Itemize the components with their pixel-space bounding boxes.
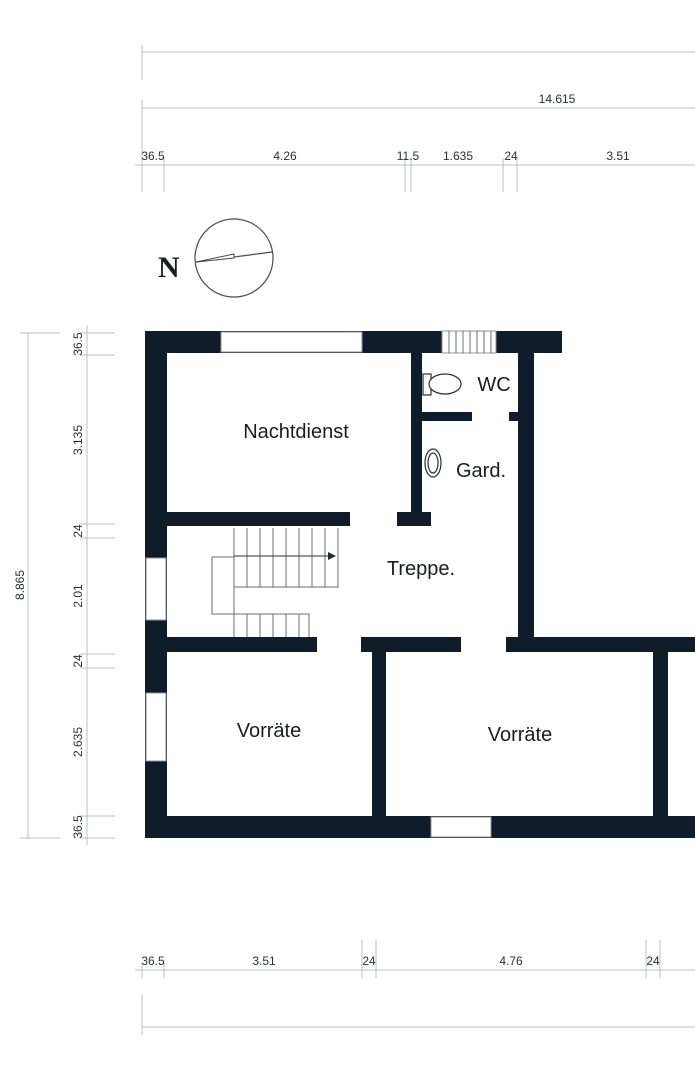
room-label-wc: WC: [477, 374, 510, 396]
dimension-overall-height: 8.865: [13, 570, 27, 600]
wall-wc-left: [411, 350, 422, 513]
wall-vorraete-partition: [372, 650, 386, 820]
north-compass: N: [158, 218, 274, 298]
toilet-icon: [422, 373, 462, 396]
dimension-left-1: 36.5: [71, 332, 85, 356]
wall-wc-gard: [411, 412, 472, 421]
window-vorraete-left: [145, 692, 167, 762]
wall-bottom: [145, 816, 695, 838]
dimension-top-1: 36.5: [141, 149, 165, 163]
wall-stair-bottom-left: [145, 637, 317, 652]
wall-wc-gard-stub: [509, 412, 520, 421]
window-stair: [145, 557, 167, 621]
dimension-left-5: 24: [71, 654, 85, 668]
window-wc: [441, 330, 497, 354]
dimension-top-6: 3.51: [606, 149, 630, 163]
north-letter: N: [158, 251, 180, 284]
stair-arrow-icon: [328, 552, 336, 560]
windows: [145, 330, 497, 838]
dimension-left-4: 2.01: [71, 584, 85, 608]
dimension-overall-width: 14.615: [539, 92, 576, 106]
dimension-left-7: 36.5: [71, 815, 85, 839]
dimension-bottom-4: 4.76: [499, 954, 523, 968]
wall-vorraete-right: [653, 650, 668, 820]
dimension-bottom-1: 36.5: [141, 954, 165, 968]
compass-arrow-icon: [195, 253, 235, 263]
dimension-top-4: 1.635: [443, 149, 473, 163]
dimension-bottom-3: 24: [362, 954, 376, 968]
dimension-bottom-2: 3.51: [252, 954, 276, 968]
dimension-left-6: 2.635: [71, 727, 85, 757]
room-label-treppe: Treppe.: [387, 558, 455, 580]
dimension-bottom-5: 24: [646, 954, 660, 968]
left-dimension-chain: 8.865 36.5 3.135 24 2.01 24 2.635 36.5: [13, 325, 115, 845]
wall-nachtdienst-bottom: [145, 512, 350, 526]
walls: [145, 331, 695, 838]
dimension-left-3: 24: [71, 524, 85, 538]
wall-stub-center: [397, 512, 431, 526]
top-dimension-chain: 14.615 36.5 4.26 11.5 1.635 24 3.51: [135, 45, 695, 192]
coat-rack-icon: [424, 448, 442, 478]
room-label-gard: Gard.: [456, 460, 506, 482]
window-nachtdienst: [220, 331, 363, 353]
room-label-nachtdienst: Nachtdienst: [243, 421, 349, 443]
wall-stair-bottom-right: [506, 637, 695, 652]
staircase: [211, 528, 339, 637]
dimension-left-2: 3.135: [71, 425, 85, 455]
room-label-vorraete-left: Vorräte: [237, 720, 301, 742]
window-vorraete-right: [430, 816, 492, 838]
wall-right-inner: [518, 350, 534, 640]
dimension-top-5: 24: [504, 149, 518, 163]
room-label-vorraete-right: Vorräte: [488, 724, 552, 746]
wall-stair-bottom-mid: [361, 637, 461, 652]
dimension-top-3: 11.5: [397, 149, 420, 163]
bottom-dimension-chain: 36.5 3.51 24 4.76 24: [135, 940, 695, 1035]
dimension-top-2: 4.26: [273, 149, 297, 163]
